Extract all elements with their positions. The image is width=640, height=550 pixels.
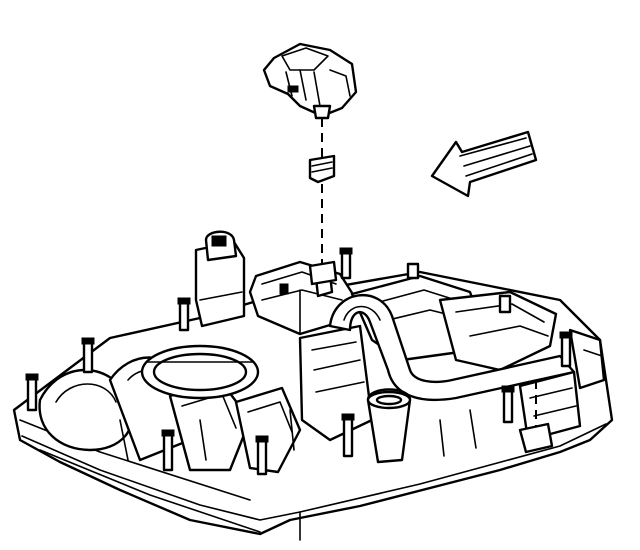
intake-manifold-icon <box>14 232 612 540</box>
map-sensor-icon <box>264 44 356 118</box>
direction-arrow-icon <box>432 132 536 196</box>
seal-grommet-icon <box>310 156 334 182</box>
